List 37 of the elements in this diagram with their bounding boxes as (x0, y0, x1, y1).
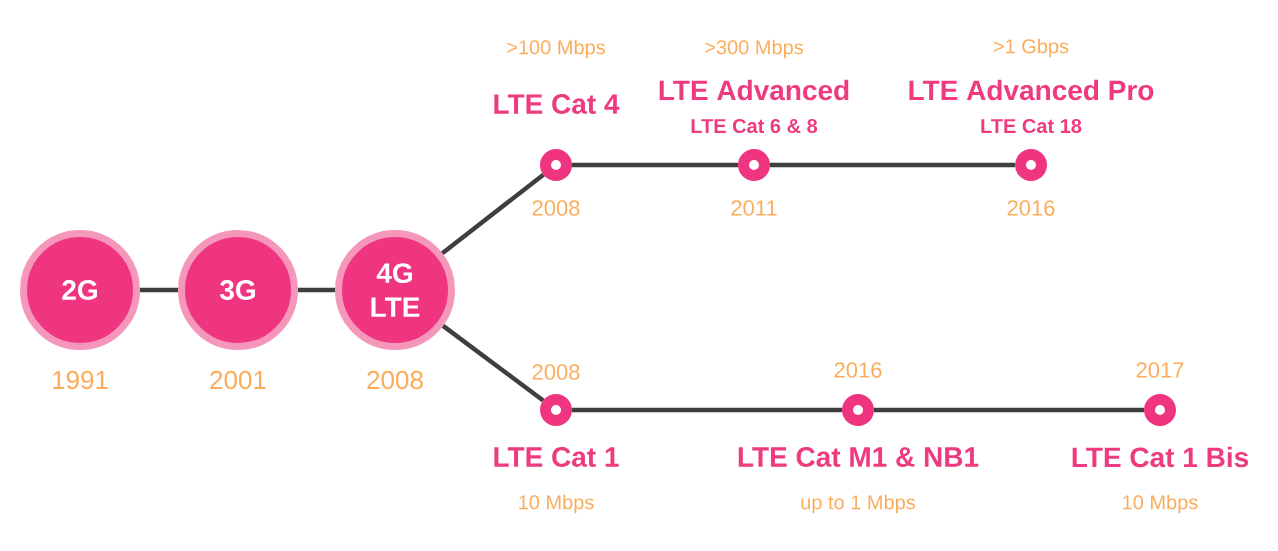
year-label: 2008 (532, 364, 580, 380)
timeline-dot (1015, 149, 1047, 181)
connector-line (572, 407, 842, 413)
connector-line (441, 173, 545, 255)
data-rate-label: >300 Mbps (705, 39, 803, 59)
technology-label: LTE Cat 4 (494, 94, 620, 114)
technology-label: LTE Advanced Pro (909, 79, 1154, 101)
data-rate-label: 10 Mbps (519, 494, 594, 514)
data-rate-label: >1 Gbps (993, 38, 1069, 58)
technology-label: LTE Cat M1 & NB1 (738, 447, 979, 467)
category-label: LTE Cat 18 (981, 118, 1082, 134)
year-label: 2016 (834, 362, 882, 378)
technology-label: LTE Advanced (659, 79, 849, 101)
connector-line (572, 162, 738, 168)
year-label: 2011 (731, 200, 777, 216)
timeline-dot (738, 149, 770, 181)
data-rate-label: >100 Mbps (507, 39, 605, 59)
data-rate-label: 10 Mbps (1123, 494, 1198, 514)
year-label: 2016 (1007, 200, 1055, 216)
year-label: 2008 (532, 200, 580, 216)
year-label: 2008 (367, 370, 423, 390)
year-label: 2001 (210, 370, 266, 390)
connector-line (874, 407, 1144, 413)
year-label: 1991 (53, 370, 108, 390)
category-label: LTE Cat 6 & 8 (691, 118, 818, 134)
year-label: 2017 (1136, 362, 1184, 378)
connector-line (298, 287, 335, 293)
connector-line (770, 162, 1015, 168)
timeline-dot (1144, 394, 1176, 426)
data-rate-label: up to 1 Mbps (801, 494, 916, 514)
connector-line (441, 324, 545, 403)
technology-label: LTE Cat 1 (494, 447, 619, 467)
technology-label: LTE Cat 1 Bis (1072, 446, 1249, 468)
timeline-dot (540, 149, 572, 181)
timeline-dot (540, 394, 572, 426)
connector-line (140, 287, 178, 293)
timeline-dot (842, 394, 874, 426)
